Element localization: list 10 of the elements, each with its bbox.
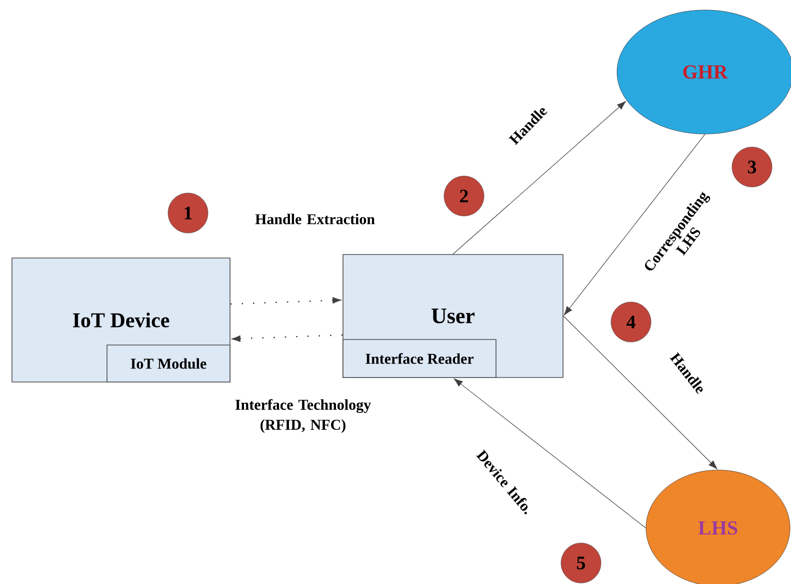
arrow — [454, 378, 646, 528]
arrow — [452, 100, 626, 254]
module-box: IoT Module — [106, 344, 230, 382]
arrow — [564, 134, 706, 316]
arrow — [231, 334, 343, 342]
reader-box: Interface Reader — [342, 339, 496, 378]
note-text: Handle Extraction — [255, 214, 375, 224]
arrow — [563, 316, 718, 470]
arrow — [230, 297, 342, 305]
note-text: Interface Technology (RFID, NFC) — [235, 399, 371, 433]
